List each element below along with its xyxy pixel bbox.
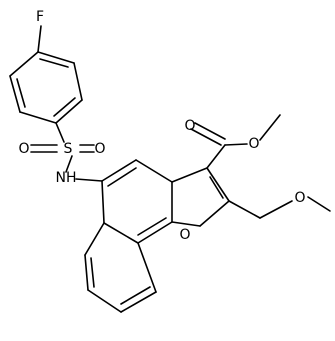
naphthofuran-core [84,159,230,313]
atom-label-ether-oxygen: O [294,190,305,206]
atom-label-sulfonyl-oxygen-right: O [94,141,105,157]
fluorophenyl-ring [9,51,83,124]
sulfonyl-bonds [30,144,95,173]
atom-label-fluorine: F [36,9,44,25]
bond-c-f [37,25,42,53]
atom-label-amine: NH [56,170,77,186]
ester-bonds [190,114,281,169]
atom-label-sulfur: S [64,141,73,157]
atom-label-sulfonyl-oxygen-left: O [18,141,29,157]
atom-label-furan-oxygen: O [179,227,190,243]
bond-n-ring [75,178,103,182]
bond-ring-s [55,122,65,143]
methoxymethyl-bonds [228,196,331,219]
atom-label-carbonyl-oxygen: O [184,118,195,134]
atom-label-ester-oxygen: O [248,136,259,152]
